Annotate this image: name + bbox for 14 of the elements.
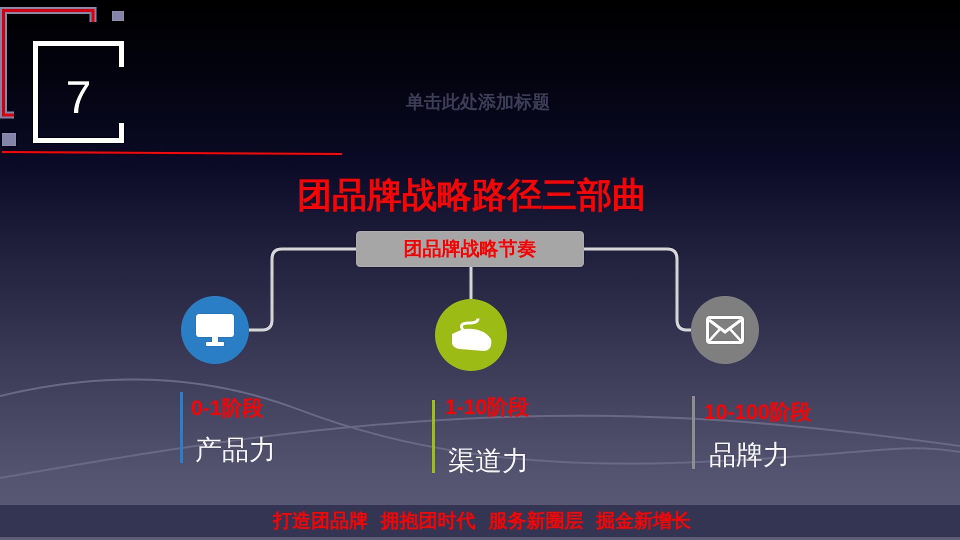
stage-heading: 10-100阶段 bbox=[704, 400, 812, 426]
stage-name: 渠道力 bbox=[448, 446, 529, 478]
slide-title: 团品牌战略路径三部曲 bbox=[296, 175, 648, 217]
connector-line bbox=[470, 267, 472, 299]
stage-name: 产品力 bbox=[195, 435, 276, 467]
stage-heading: 1-10阶段 bbox=[445, 395, 530, 421]
label-box: 团品牌战略节奏 bbox=[356, 231, 584, 267]
connector-line bbox=[249, 248, 356, 332]
stage-name: 品牌力 bbox=[709, 440, 790, 472]
slide-number: 7 bbox=[66, 71, 92, 123]
stage-heading: 0-1阶段 bbox=[191, 396, 264, 422]
placeholder-text: 单击此处添加标题 bbox=[405, 92, 551, 114]
connector-line bbox=[584, 248, 691, 332]
footer-band: 打造团品牌 拥抱团时代 服务新圈层 掘金新增长 bbox=[0, 505, 960, 537]
